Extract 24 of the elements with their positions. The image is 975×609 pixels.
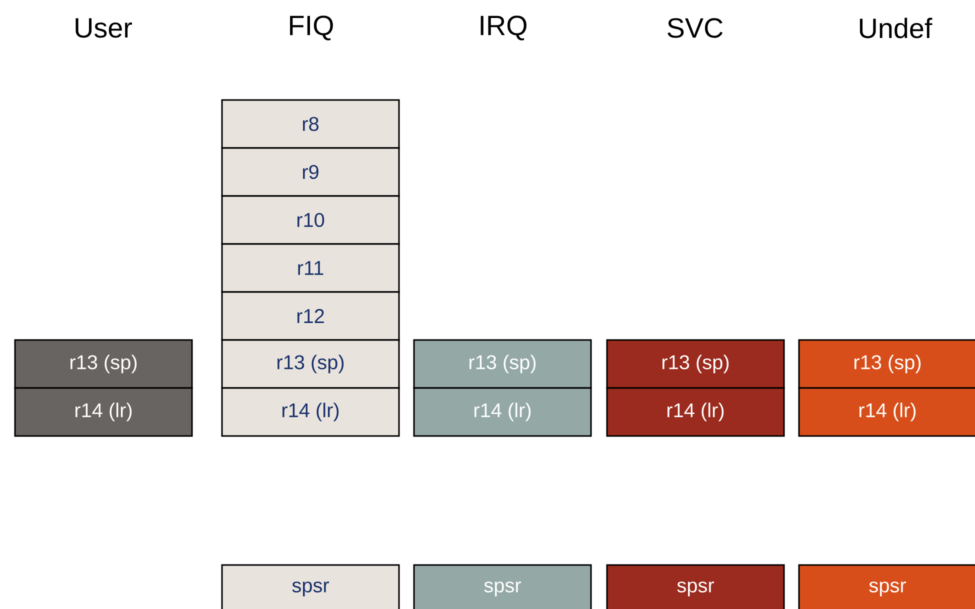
register-box: r14 (lr) bbox=[221, 387, 400, 437]
register-box: spsr bbox=[798, 564, 975, 609]
column-heading: Undef bbox=[860, 18, 932, 38]
column-heading: IRQ bbox=[480, 16, 526, 40]
register-box: r14 (lr) bbox=[798, 387, 975, 437]
register-box: r13 (sp) bbox=[221, 339, 400, 389]
register-box: spsr bbox=[413, 564, 592, 609]
register-box: r13 (sp) bbox=[606, 339, 785, 389]
column-heading: User bbox=[76, 18, 132, 38]
register-box: r9 bbox=[221, 147, 400, 197]
register-box: r12 bbox=[221, 291, 400, 341]
register-box: r14 (lr) bbox=[606, 387, 785, 437]
register-box: spsr bbox=[606, 564, 785, 609]
column-heading: SVC bbox=[668, 18, 723, 38]
register-box: r13 (sp) bbox=[413, 339, 592, 389]
register-box: r14 (lr) bbox=[413, 387, 592, 437]
register-box: r8 bbox=[221, 99, 400, 149]
register-box: r13 (sp) bbox=[798, 339, 975, 389]
register-box: r14 (lr) bbox=[14, 387, 193, 437]
register-box: spsr bbox=[221, 564, 400, 609]
register-box: r11 bbox=[221, 243, 400, 293]
column-heading: FIQ bbox=[290, 16, 333, 40]
register-box: r13 (sp) bbox=[14, 339, 193, 389]
register-box: r10 bbox=[221, 195, 400, 245]
